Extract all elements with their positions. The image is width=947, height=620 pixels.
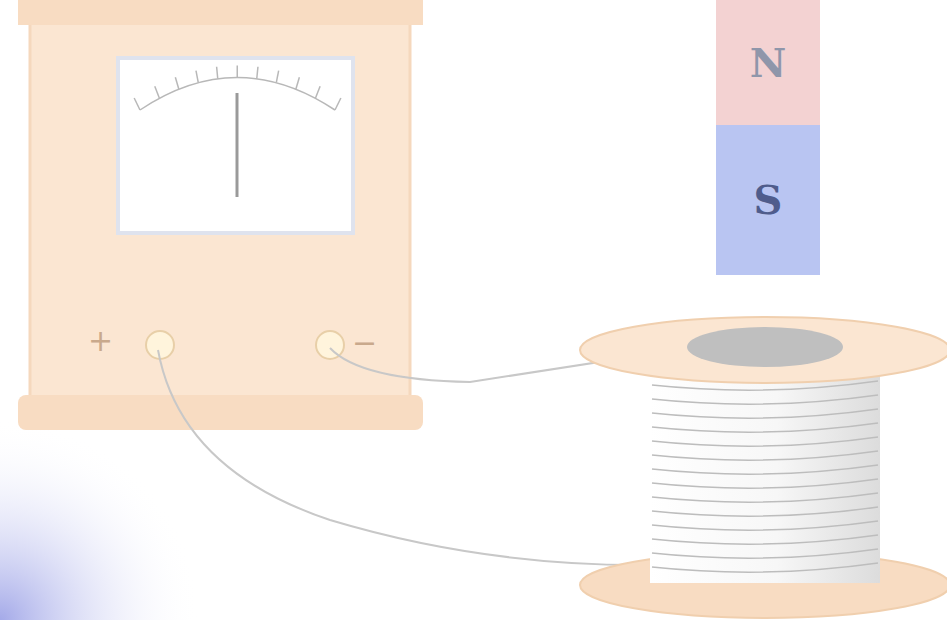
coil-winding <box>652 507 878 516</box>
coil-winding <box>652 437 878 446</box>
coil-winding <box>652 493 878 502</box>
corner-glow <box>0 420 200 620</box>
magnet-south: S <box>716 125 820 275</box>
scale-tick <box>134 98 140 110</box>
wire <box>158 350 640 565</box>
scale-tick <box>296 77 300 89</box>
coil-winding <box>652 465 878 474</box>
pole-letter: S <box>754 180 783 220</box>
pole-letter: N <box>750 43 787 83</box>
scale-tick <box>217 67 218 79</box>
coil-winding <box>652 521 878 530</box>
terminal-sign: + <box>88 326 113 356</box>
coil-winding <box>652 549 878 558</box>
coil-winding <box>652 535 878 544</box>
magnet-north: N <box>716 0 820 125</box>
coil-winding <box>652 423 878 432</box>
scale-tick <box>237 66 239 78</box>
terminal-sign: − <box>352 328 377 358</box>
scale-tick <box>196 71 198 83</box>
coil-winding <box>652 563 878 572</box>
scale-tick <box>276 71 278 83</box>
coil-winding <box>652 409 878 418</box>
galvanometer <box>18 0 423 430</box>
coil-winding <box>652 451 878 460</box>
coil <box>580 317 947 618</box>
coil-winding <box>652 395 878 404</box>
scale-tick <box>175 77 178 89</box>
scale-tick <box>315 86 320 98</box>
coil-winding <box>652 479 878 488</box>
scale-tick <box>155 86 160 98</box>
scale-tick <box>257 67 258 79</box>
scale-tick <box>335 98 341 110</box>
